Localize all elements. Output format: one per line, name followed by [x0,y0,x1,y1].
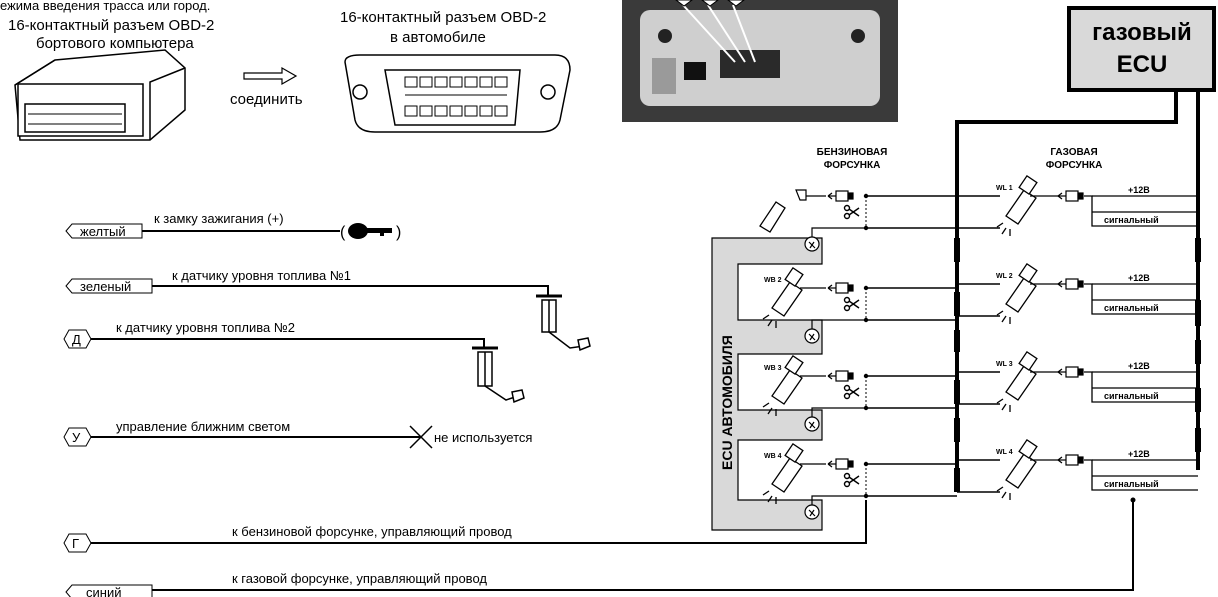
scissors-icon [843,204,860,220]
gas-header-1: ГАЗОВАЯ [1050,147,1097,158]
left-connector-caption-2: бортового компьютера [36,35,194,52]
gas-injector-plug-icon [1057,278,1084,290]
left-connector-caption-1: 16-контактный разъем OBD-2 [8,17,214,34]
right-connector-caption-2: в автомобиле [390,29,486,46]
gas-injector-plug-icon [1057,190,1084,202]
petrol-injector-plug-icon [827,282,854,294]
ecu-driver-icon [804,416,820,432]
connect-arrow-icon [243,66,298,86]
wire-yellow: желтый к замку зажигания (+) ( ) [65,211,401,241]
intro-text-fragment: ежима введения трасса или город. [0,0,210,13]
signal-label: сигнальный [1104,303,1159,313]
petrol-header-1: БЕНЗИНОВАЯ [817,147,888,158]
plus12v-label: +12В [1128,449,1150,459]
wire-g: Г к бензиновой форсунке, управляющий про… [63,500,867,553]
device-photo [622,0,898,122]
gas-injector-row: WL 1 +12В сигнальный [957,175,1198,237]
gas-ecu-label-2: ECU [1117,51,1168,78]
scissors-icon [843,384,860,400]
wire-description: к газовой форсунке, управляющий провод [232,571,487,586]
gas-injector-label: WL 1 [996,185,1013,192]
gas-injector-row: WL 3 +12В сигнальный [957,351,1198,413]
ecu-driver-icon [804,328,820,344]
gas-header-2: ФОРСУНКА [1046,160,1103,171]
scissors-icon [843,296,860,312]
plus12v-label: +12В [1128,185,1150,195]
wire-tag: Д [72,332,81,347]
gas-injector-label: WL 2 [996,273,1013,280]
wire-description: к датчику уровня топлива №1 [172,268,351,283]
wire-description: к бензиновой форсунке, управляющий прово… [232,524,512,539]
key-icon: ( ) [340,223,401,241]
petrol-injector-label: WB 4 [764,453,782,460]
wire-d: Д к датчику уровня топлива №2 [63,320,525,404]
gas-injector-row: WL 4 +12В сигнальный [957,439,1198,501]
cut-cross-icon [409,425,433,449]
wire-blue: синий к газовой форсунке, управляющий пр… [65,497,1136,597]
ecu-driver-icon [804,504,820,520]
wire-u: У управление ближним светом не используе… [63,419,532,449]
right-connector-caption-1: 16-контактный разъем OBD-2 [340,9,546,26]
wire-tag: У [72,430,81,445]
wire-tag: желтый [80,224,126,239]
petrol-injector-plug-icon [827,370,854,382]
petrol-injector-row: WB 3 [762,355,957,432]
petrol-injector-label: WB 3 [764,365,782,372]
gas-ecu-box: газовый ECU [1067,6,1216,92]
obd-plug-icon [14,49,186,141]
plus12v-label: +12В [1128,273,1150,283]
signal-label: сигнальный [1104,391,1159,401]
wire-tag: Г [72,536,79,551]
gas-injector-label: WL 3 [996,361,1013,368]
car-ecu-label: ECU АВТОМОБИЛЯ [719,335,735,470]
gas-injector-plug-icon [1057,366,1084,378]
petrol-header-2: ФОРСУНКА [824,160,881,171]
wire-note: не используется [434,430,532,445]
signal-label: сигнальный [1104,215,1159,225]
svg-text:(: ( [340,224,346,241]
gas-injector-row: WL 2 +12В сигнальный [957,263,1198,325]
signal-label: сигнальный [1104,479,1159,489]
wire-description: управление ближним светом [116,419,290,434]
wire-green: зеленый к датчику уровня топлива №1 [65,268,591,352]
connect-label: соединить [230,91,303,108]
petrol-injector-plug-icon [827,458,854,470]
scissors-icon [843,472,860,488]
gas-injector-plug-icon [1057,454,1084,466]
wire-tag: синий [86,585,121,597]
car-ecu-panel: ECU АВТОМОБИЛЯ [711,237,823,531]
fuel-level-sensor-icon [472,346,525,404]
petrol-injector-plug-icon [827,190,854,202]
petrol-injector-row: WB 4 [762,443,957,520]
svg-text:): ) [396,224,401,241]
wire-tag: зеленый [80,279,131,294]
ecu-driver-icon [804,236,820,252]
gas-ecu-label-1: газовый [1092,19,1192,46]
gas-injector-label: WL 4 [996,449,1013,456]
fuel-level-sensor-icon [536,294,591,352]
wire-description: к замку зажигания (+) [154,211,284,226]
petrol-injector-row [759,189,957,252]
petrol-injector-column: WB 2 WB 3 WB 4 [759,189,960,520]
wire-description: к датчику уровня топлива №2 [116,320,295,335]
plus12v-label: +12В [1128,361,1150,371]
obd-socket-icon [344,54,571,133]
petrol-injector-label: WB 2 [764,277,782,284]
petrol-injector-row: WB 2 [762,267,957,344]
